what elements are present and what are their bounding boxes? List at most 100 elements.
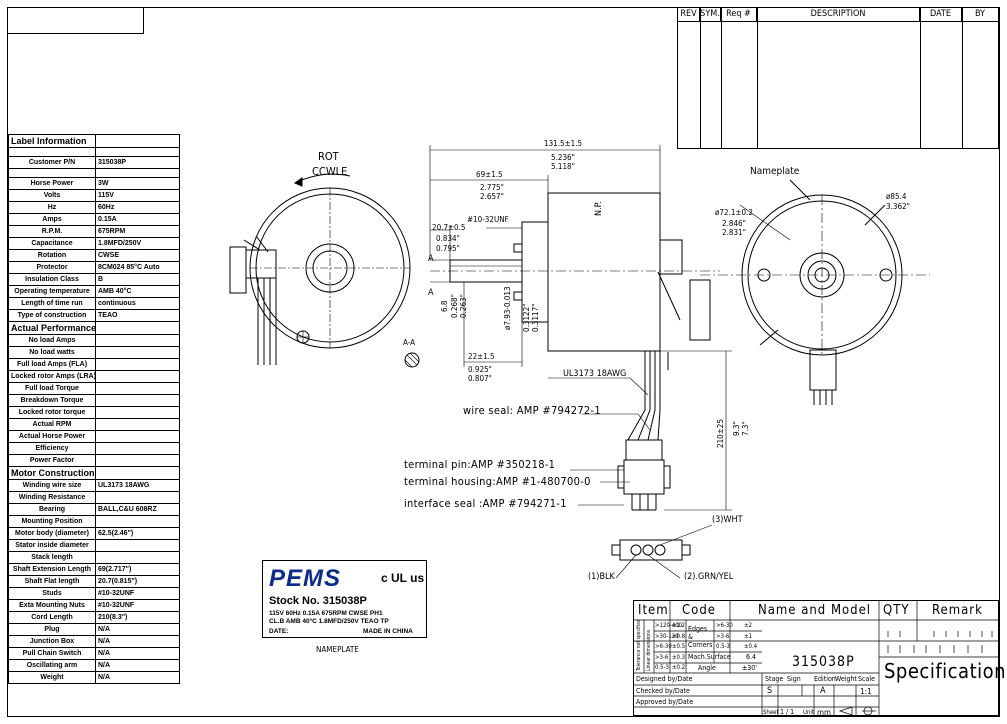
left-end-view [229, 187, 411, 365]
nameplate-rating-line-2: CL.B AMB 40°C 1.8MFD/250V TEAO TP [269, 618, 389, 625]
right-end-view [700, 179, 930, 405]
shaft-extension-in-min: 2.657" [480, 192, 504, 201]
qty-header: QTY [883, 603, 910, 618]
tolerance-value: ±0.5 [672, 643, 686, 650]
terminal-pin-callout: terminal pin:AMP #350218-1 [404, 458, 556, 471]
lead-length-in-min: 7.3" [741, 421, 750, 436]
req-col-rule [757, 8, 758, 148]
interface-seal-callout: interface seal :AMP #794271-1 [404, 497, 567, 510]
edge-tolerance-range: 0.5-3 [716, 643, 730, 650]
tolerance-value: ±0.3 [672, 654, 686, 661]
spec-row-actual-horse-power: Actual Horse Power [8, 430, 180, 443]
spec-row-efficiency: Efficiency [8, 442, 180, 455]
edge-tolerance-value: ±1 [744, 633, 752, 640]
section-mark-bottom: A [428, 288, 434, 298]
weight-label: Weight [835, 675, 857, 683]
rotation-direction: CCWLE [312, 165, 348, 178]
date-col-header: DATE [920, 8, 962, 21]
nameplate-rating-line-1: 115V 60Hz 0.15A 675RPM CWSE PH1 [269, 610, 383, 617]
description-col-header: DESCRIPTION [757, 8, 920, 21]
stage-value: S [767, 686, 773, 696]
overall-length-in-min: 5.118" [551, 162, 575, 171]
bolt-circle-in-max: 2.846" [722, 219, 746, 228]
flat-depth-in-max: 0.268" [450, 294, 459, 318]
edges-label: Edges & Corners [688, 625, 713, 649]
spec-row-exta-mounting-nuts: Exta Mounting Nuts#10-32UNF [8, 599, 180, 612]
shaft-flat-dim: 20.7±0.5 [432, 223, 466, 232]
connector-front-view [611, 524, 713, 579]
ul-cert-mark: c UL us [381, 571, 425, 585]
approved-by-label: Approved by/Date [636, 698, 694, 706]
body-diameter-dim: ø85.4 [886, 192, 907, 201]
spec-row-motor-body-diameter: Motor body (diameter)62.5(2.46") [8, 527, 180, 540]
housing-mark: N.P. [594, 201, 604, 216]
date-col-rule [962, 8, 963, 148]
revision-block: REV SYM. Req # DESCRIPTION DATE BY [677, 7, 999, 149]
tolerance-value: ±0.8 [672, 633, 686, 640]
stud-callout: #10-32UNF [467, 215, 509, 224]
tolerance-value: ±1.2 [672, 622, 686, 629]
req-col-header: Req # [721, 8, 757, 21]
spec-value: N/A [95, 671, 180, 684]
angle-tolerance: ±30' [742, 664, 758, 672]
spec-row-no-load-amps: No load Amps [8, 334, 180, 347]
rev-col-rule [700, 8, 701, 148]
spec-value: N/A [95, 635, 180, 648]
wire-green-label: (2).GRN/YEL [684, 572, 734, 582]
lead-length-in-max: 9.3" [732, 421, 741, 436]
title-block-grid [634, 601, 1000, 717]
model-number: 315038P [792, 654, 855, 670]
lead-length-dim: 210±25 [716, 419, 725, 448]
wire-white-label: (3)WHT [712, 515, 743, 525]
wire-seal-callout: wire seal: AMP #794272-1 [463, 404, 601, 417]
hub-length-in-max: 0.925" [468, 365, 492, 374]
tolerance-value: ±0.2 [672, 664, 686, 671]
corner-title-box [7, 7, 144, 34]
sheet-label: Sheet [763, 709, 779, 716]
sheet-border [7, 7, 1000, 717]
nameplate-caption-text: NAMEPLATE [316, 645, 359, 654]
nameplate: PEMS c UL us Stock No. 315038P 115V 60Hz… [262, 560, 427, 638]
angle-label: Angle [698, 664, 716, 672]
wire-black-label: (1)BLK [588, 572, 615, 582]
side-view [430, 192, 720, 511]
remark-header: Remark [932, 603, 983, 618]
title-block: Item Code Name and Model QTY Remark Tole… [633, 600, 1006, 717]
terminal-housing-callout: terminal housing:AMP #1-480700-0 [404, 475, 591, 488]
document-type: Specification [884, 659, 1007, 683]
scale-label: Scale [858, 675, 875, 683]
nameplate-callout: Nameplate [750, 166, 800, 177]
overall-length-dim: 131.5±1.5 [544, 139, 583, 148]
flat-depth-in-min: 0.263" [459, 294, 468, 318]
stock-number: Stock No. 315038P [269, 595, 367, 607]
flat-depth-dim: 6.8 [440, 300, 449, 312]
made-in-label: MADE IN CHINA [363, 628, 413, 635]
edge-tolerance-value: ±2 [744, 622, 752, 629]
edge-tolerance-range: >6-30 [716, 622, 733, 629]
tolerance-range: >120-400 [655, 622, 683, 629]
overall-length-in-max: 5.236" [551, 153, 575, 162]
edition-value: A [820, 686, 826, 696]
tolerance-side-label: Tolerance not specified [636, 619, 642, 671]
sheet-value: 1 / 1 [780, 708, 795, 716]
edge-tolerance-value: ±0.4 [744, 643, 758, 650]
linear-dims-label: Linear dimensions [646, 629, 652, 671]
shaft-flat-in-min: 0.795" [436, 244, 460, 253]
hub-length-in-min: 0.807" [468, 374, 492, 383]
rev-col-header: REV [678, 8, 700, 21]
dimension-lines [429, 145, 732, 511]
tolerance-range: 0.5-3 [655, 664, 669, 671]
spec-row-locked-rotor-amps-lra: Locked rotor Amps (LRA) [8, 370, 180, 383]
sym-col-rule [721, 8, 722, 148]
by-col-header: BY [974, 9, 985, 19]
revision-header-rule [678, 21, 998, 22]
body-diameter-in: 3.362" [886, 202, 910, 211]
